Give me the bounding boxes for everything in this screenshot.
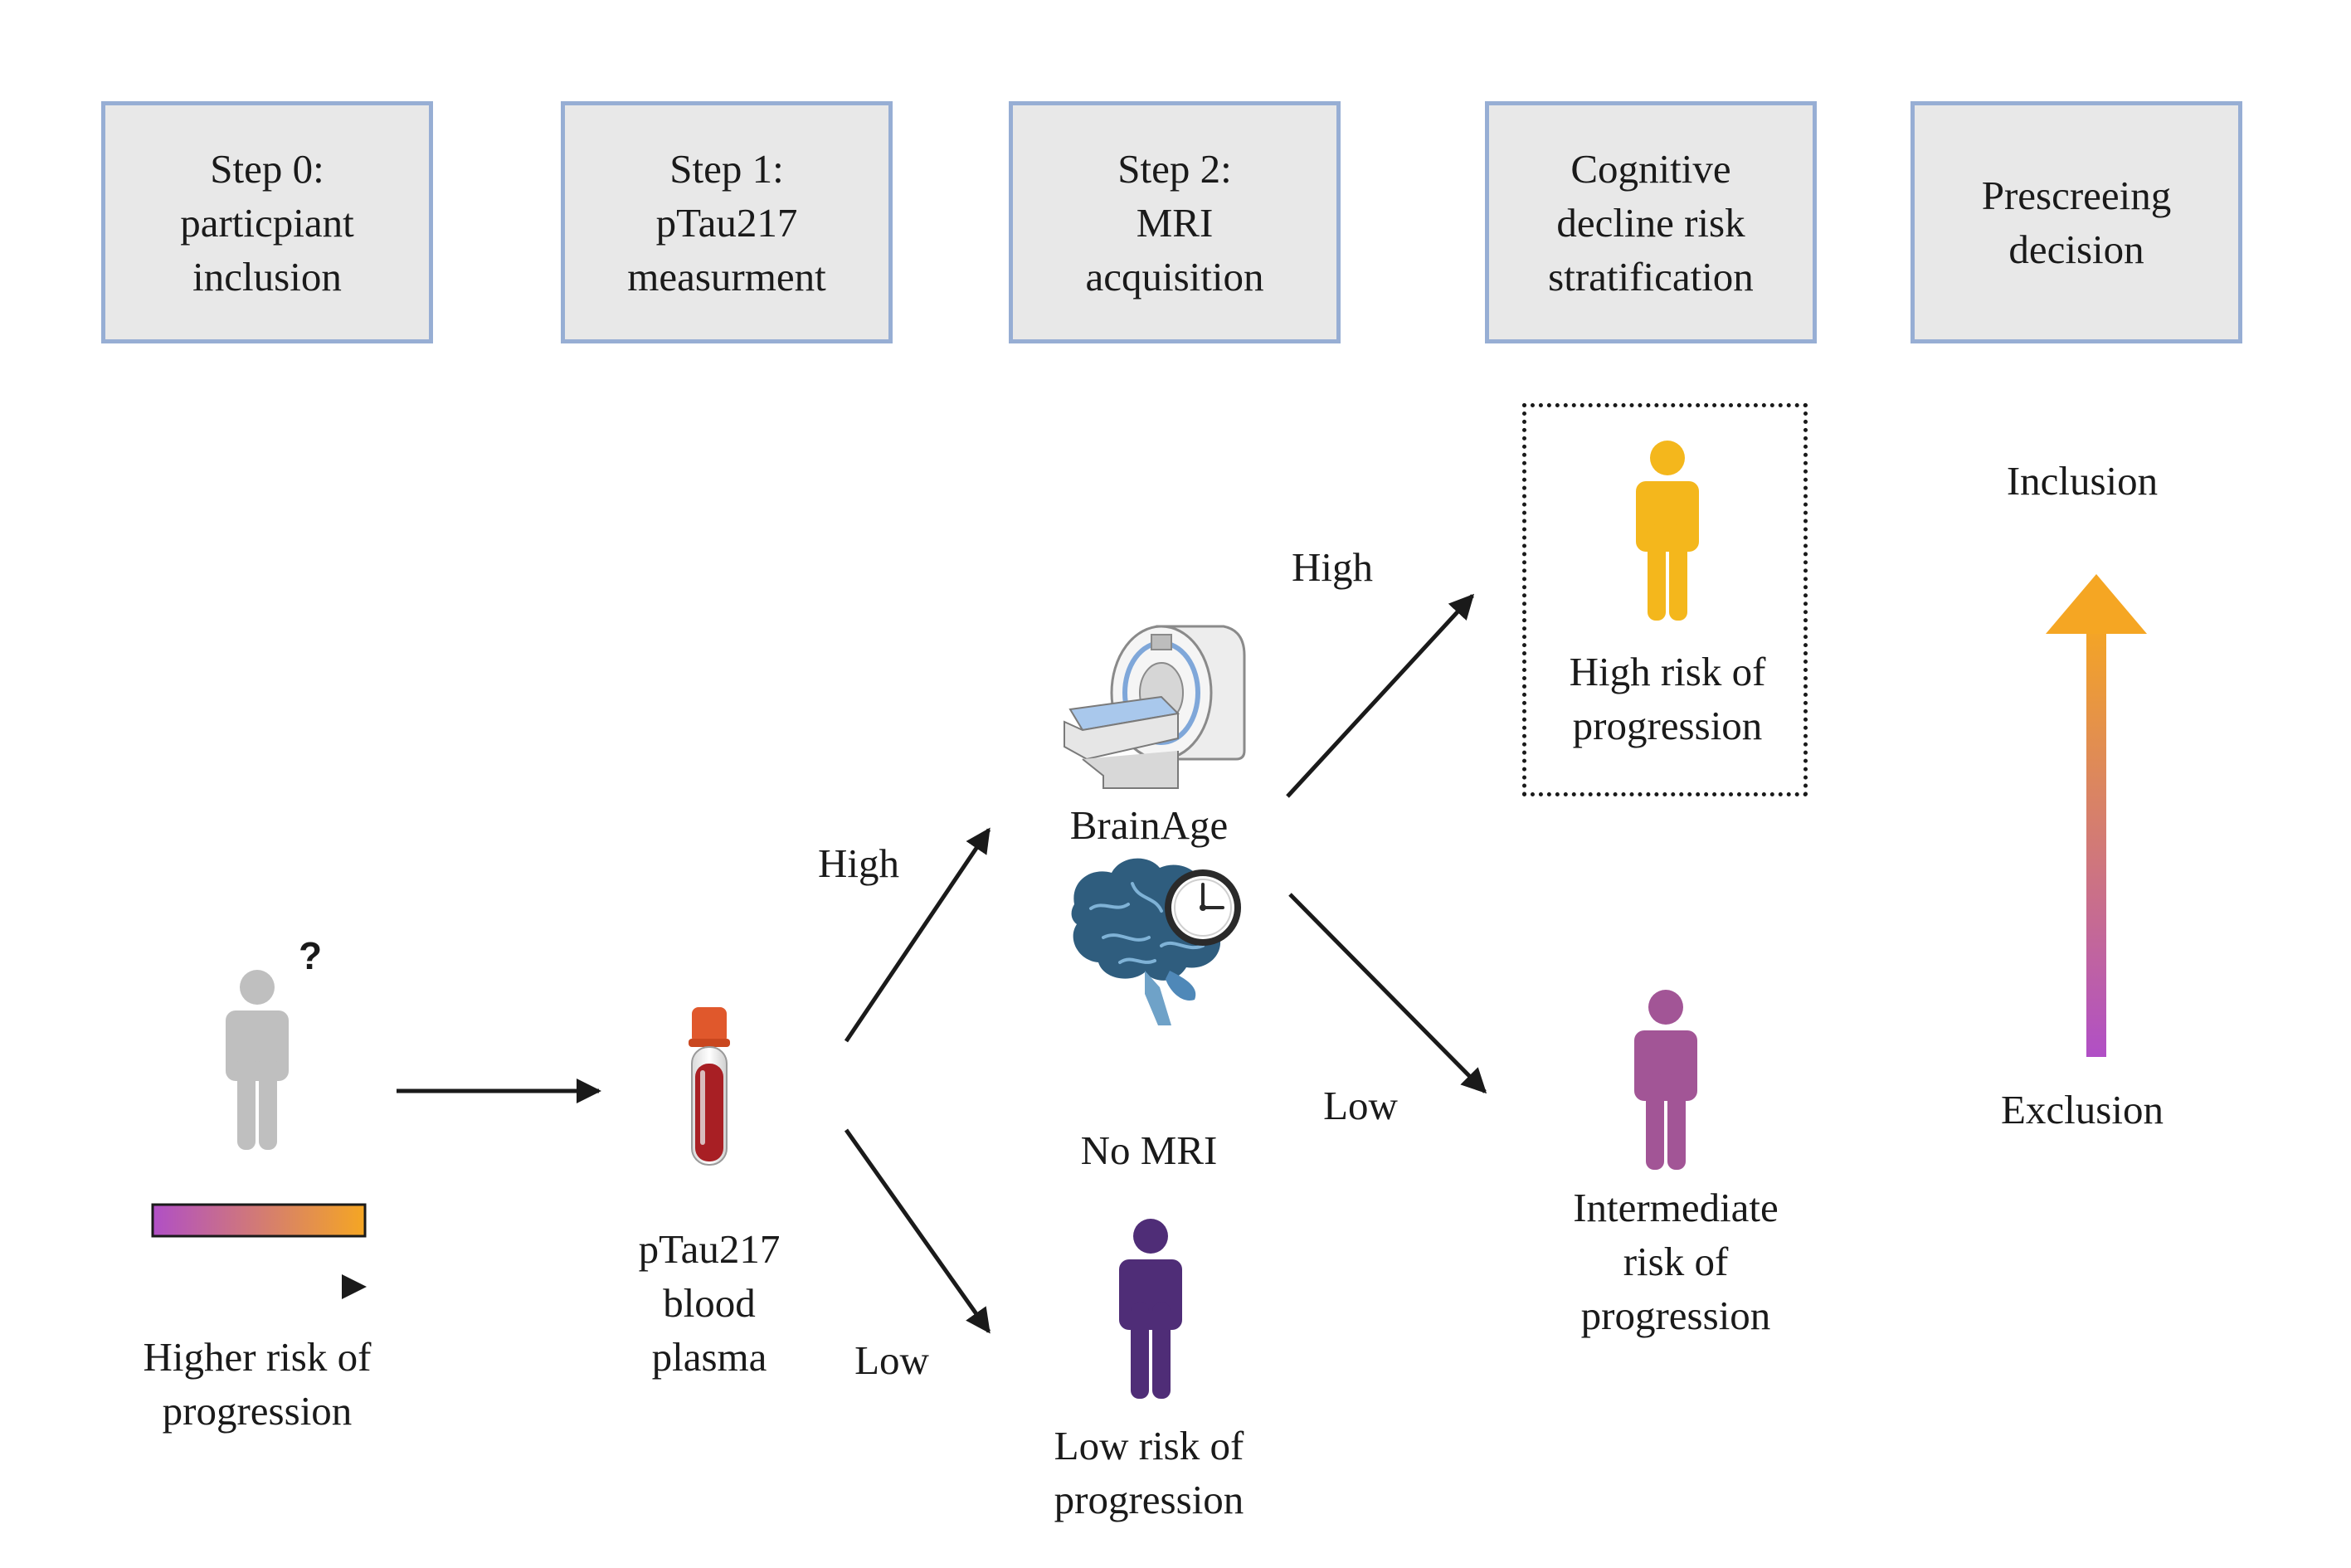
step-3-line-3: stratification	[1548, 253, 1754, 299]
inclusion-label: Inclusion	[2006, 458, 2159, 504]
step-2-box: Step 2: MRI acquisition	[1009, 101, 1341, 343]
high-risk-line-2: progression	[1572, 703, 1763, 748]
participant-caption: Higher risk of progression	[91, 1330, 423, 1438]
step-1-box: Step 1: pTau217 measurment	[561, 101, 893, 343]
step-2-line-3: acquisition	[1085, 253, 1264, 299]
arrow-ptau-high	[844, 827, 991, 1043]
step-4-line-2: decision	[2008, 226, 2144, 272]
brainage-low-label: Low	[1323, 1083, 1398, 1128]
blood-caption-line-1: pTau217	[638, 1226, 781, 1272]
brainage-label: BrainAge	[1069, 802, 1229, 848]
decision-gradient-arrow	[2046, 574, 2147, 1057]
intermediate-risk-line-2: risk of	[1623, 1239, 1729, 1284]
ptau-low-label: Low	[854, 1337, 929, 1383]
low-risk-person-icon	[1119, 1219, 1182, 1399]
step-3-box: Cognitive decline risk stratification	[1485, 101, 1817, 343]
step-3-line-1: Cognitive	[1570, 145, 1731, 192]
step-0-line-2: particpiant	[180, 199, 354, 246]
brainage-high-label: High	[1292, 544, 1373, 590]
step-0-line-3: inclusion	[192, 253, 342, 299]
arrow-ptau-low	[844, 1128, 991, 1334]
exclusion-label: Exclusion	[2001, 1087, 2164, 1132]
step-4-line-1: Prescreeing	[1981, 173, 2172, 218]
step-4-box: Prescreeing decision	[1910, 101, 2242, 343]
high-risk-caption: High risk of progression	[1535, 645, 1800, 752]
mri-scanner-icon	[1064, 625, 1246, 789]
participant-caption-line-2: progression	[162, 1388, 353, 1434]
low-risk-line-2: progression	[1054, 1477, 1244, 1522]
high-risk-highlight-box	[1522, 403, 1808, 796]
risk-direction-arrow	[153, 1274, 367, 1299]
question-mark: ?	[299, 934, 322, 977]
low-risk-line-1: Low risk of	[1054, 1423, 1244, 1468]
step-2-line-1: Step 2:	[1117, 145, 1232, 192]
high-risk-line-1: High risk of	[1569, 649, 1766, 694]
blood-caption: pTau217 blood plasma	[585, 1222, 834, 1384]
intermediate-risk-line-1: Intermediate	[1573, 1185, 1779, 1230]
step-0-line-1: Step 0:	[210, 145, 324, 192]
intermediate-risk-caption: Intermediate risk of progression	[1535, 1181, 1817, 1342]
step-2-line-2: MRI	[1136, 199, 1214, 246]
low-risk-caption: Low risk of progression	[1025, 1419, 1273, 1527]
ptau-high-label: High	[818, 840, 899, 886]
blood-tube-icon	[689, 1007, 730, 1166]
participant-person-icon	[226, 970, 289, 1150]
no-mri-label: No MRI	[1080, 1127, 1218, 1173]
clock-icon	[1165, 869, 1241, 946]
risk-gradient-bar	[151, 1203, 367, 1238]
high-risk-person-icon	[1636, 441, 1699, 621]
blood-caption-line-3: plasma	[651, 1334, 767, 1380]
intermediate-risk-person-icon	[1634, 990, 1697, 1170]
step-1-line-1: Step 1:	[669, 145, 784, 192]
step-0-box: Step 0: particpiant inclusion	[101, 101, 433, 343]
arrow-brainage-low	[1288, 893, 1487, 1094]
blood-caption-line-2: blood	[663, 1280, 756, 1326]
arrow-brainage-high	[1286, 593, 1475, 798]
step-3-line-2: decline risk	[1556, 199, 1745, 246]
participant-caption-line-1: Higher risk of	[143, 1334, 372, 1380]
step-1-line-3: measurment	[627, 253, 826, 299]
intermediate-risk-line-3: progression	[1580, 1293, 1771, 1338]
step-1-line-2: pTau217	[655, 199, 798, 246]
